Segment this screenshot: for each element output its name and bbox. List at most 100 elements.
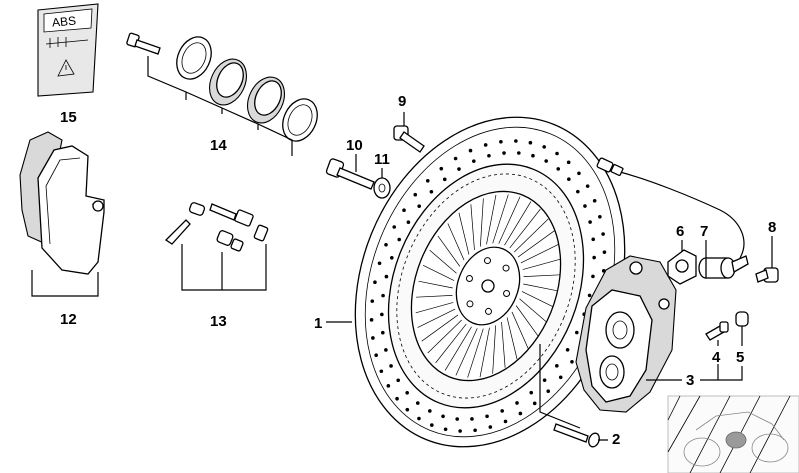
disc-vent-hole bbox=[374, 353, 378, 358]
disc-vent-hole bbox=[457, 167, 461, 171]
disc-vent-hole bbox=[389, 364, 393, 368]
bolt-10 bbox=[325, 158, 375, 190]
leader-13 bbox=[181, 244, 267, 291]
callout-13: 13 bbox=[210, 313, 227, 330]
disc-vent-hole bbox=[592, 198, 597, 203]
callout-4: 4 bbox=[712, 349, 721, 366]
disc-spoke bbox=[427, 319, 462, 354]
disc-vent-hole bbox=[502, 151, 506, 155]
disc-vent-hole bbox=[544, 159, 548, 163]
disc-spoke bbox=[501, 321, 506, 368]
disc-spoke bbox=[504, 201, 532, 246]
disc-vent-hole bbox=[601, 232, 605, 236]
disc-spoke bbox=[455, 328, 478, 376]
disc-spoke bbox=[437, 235, 461, 267]
callout-8: 8 bbox=[768, 219, 776, 236]
disc-vent-hole bbox=[517, 151, 521, 155]
disc-vent-hole bbox=[370, 299, 375, 303]
disc-spoke bbox=[506, 317, 518, 360]
disc-spokes bbox=[415, 194, 561, 378]
disc-vent-hole bbox=[583, 204, 587, 208]
disc-vent-hole bbox=[455, 417, 459, 421]
disc-vent-hole bbox=[487, 153, 491, 158]
disc-vent-hole bbox=[429, 190, 434, 194]
hub-bolt-hole bbox=[483, 257, 491, 265]
disc-spoke bbox=[522, 258, 561, 270]
disc-vent-hole bbox=[405, 390, 409, 395]
disc-spoke bbox=[470, 204, 475, 251]
leader-2 bbox=[539, 344, 608, 441]
disc-vent-hole bbox=[439, 166, 444, 171]
leader-12 bbox=[31, 270, 99, 297]
disc-vent-hole bbox=[390, 255, 394, 260]
hub-bolt-hole bbox=[503, 289, 511, 297]
disc-vent-hole bbox=[542, 145, 546, 149]
disc-vent-hole bbox=[542, 378, 547, 382]
brake-pads bbox=[19, 131, 105, 275]
disc-spoke bbox=[492, 194, 509, 244]
disc-vent-hole bbox=[473, 428, 477, 433]
disc-vent-hole bbox=[384, 274, 389, 279]
callout-12: 12 bbox=[60, 311, 77, 328]
disc-vent-hole bbox=[369, 318, 374, 322]
disc-spoke bbox=[492, 325, 496, 374]
disc-vent-hole bbox=[472, 159, 476, 163]
disc-vent-hole bbox=[567, 177, 571, 182]
leader-14 bbox=[147, 56, 293, 156]
callout-10: 10 bbox=[346, 137, 363, 154]
disc-spoke bbox=[418, 280, 453, 289]
bolt-9 bbox=[393, 125, 425, 153]
disc-vent-hole bbox=[470, 417, 474, 421]
disc-spoke bbox=[417, 308, 456, 328]
disc-spoke bbox=[523, 283, 558, 292]
disc-spoke bbox=[514, 218, 549, 253]
disc-vent-hole bbox=[425, 178, 430, 183]
disc-vent-hole bbox=[430, 423, 434, 427]
disc-spoke bbox=[467, 328, 484, 378]
disc-vent-hole bbox=[558, 375, 563, 380]
disc-vent-hole bbox=[395, 396, 399, 401]
disc-vent-hole bbox=[381, 293, 385, 298]
brake-disc bbox=[354, 116, 626, 448]
disc-spoke bbox=[444, 326, 472, 371]
seal-rings bbox=[176, 36, 318, 142]
disc-vent-holes bbox=[369, 139, 607, 433]
disc-vent-hole bbox=[574, 330, 579, 335]
disc-spoke bbox=[447, 223, 465, 261]
disc-spoke bbox=[429, 249, 457, 274]
abs-sticker-text: ABS bbox=[51, 14, 76, 30]
disc-vent-hole bbox=[384, 242, 388, 247]
disc-vent-hole bbox=[528, 140, 533, 145]
disc-vent-hole bbox=[485, 414, 489, 419]
callout-5: 5 bbox=[736, 349, 744, 366]
disc-vent-hole bbox=[514, 139, 518, 143]
disc-spoke bbox=[435, 323, 467, 364]
disc-vent-hole bbox=[380, 330, 385, 335]
callout-2: 2 bbox=[612, 431, 620, 448]
disc-spoke bbox=[416, 295, 453, 298]
disc-vent-hole bbox=[556, 167, 561, 171]
callout-14: 14 bbox=[210, 137, 227, 154]
dust-cap-5 bbox=[735, 311, 749, 327]
abs-label-sticker: ABS bbox=[37, 3, 99, 97]
disc-spoke bbox=[415, 302, 454, 314]
washer-11 bbox=[373, 177, 391, 199]
disc-vent-hole bbox=[555, 151, 559, 156]
disc-vent-hole bbox=[373, 280, 377, 284]
disc-vent-hole bbox=[598, 214, 602, 219]
disc-spoke bbox=[421, 314, 459, 342]
disc-vent-hole bbox=[392, 225, 397, 229]
disc-spoke bbox=[479, 327, 490, 378]
disc-spoke bbox=[515, 305, 539, 337]
disc-vent-hole bbox=[591, 237, 596, 242]
disc-spoke bbox=[498, 196, 521, 244]
disc-vent-hole bbox=[397, 237, 402, 242]
disc-vent-hole bbox=[458, 429, 462, 433]
disc-vent-hole bbox=[585, 184, 590, 188]
sensor-cable bbox=[596, 157, 745, 259]
disc-vent-hole bbox=[441, 414, 445, 419]
screw-8 bbox=[755, 267, 779, 283]
disc-spoke bbox=[521, 291, 554, 307]
callout-6: 6 bbox=[676, 223, 684, 240]
